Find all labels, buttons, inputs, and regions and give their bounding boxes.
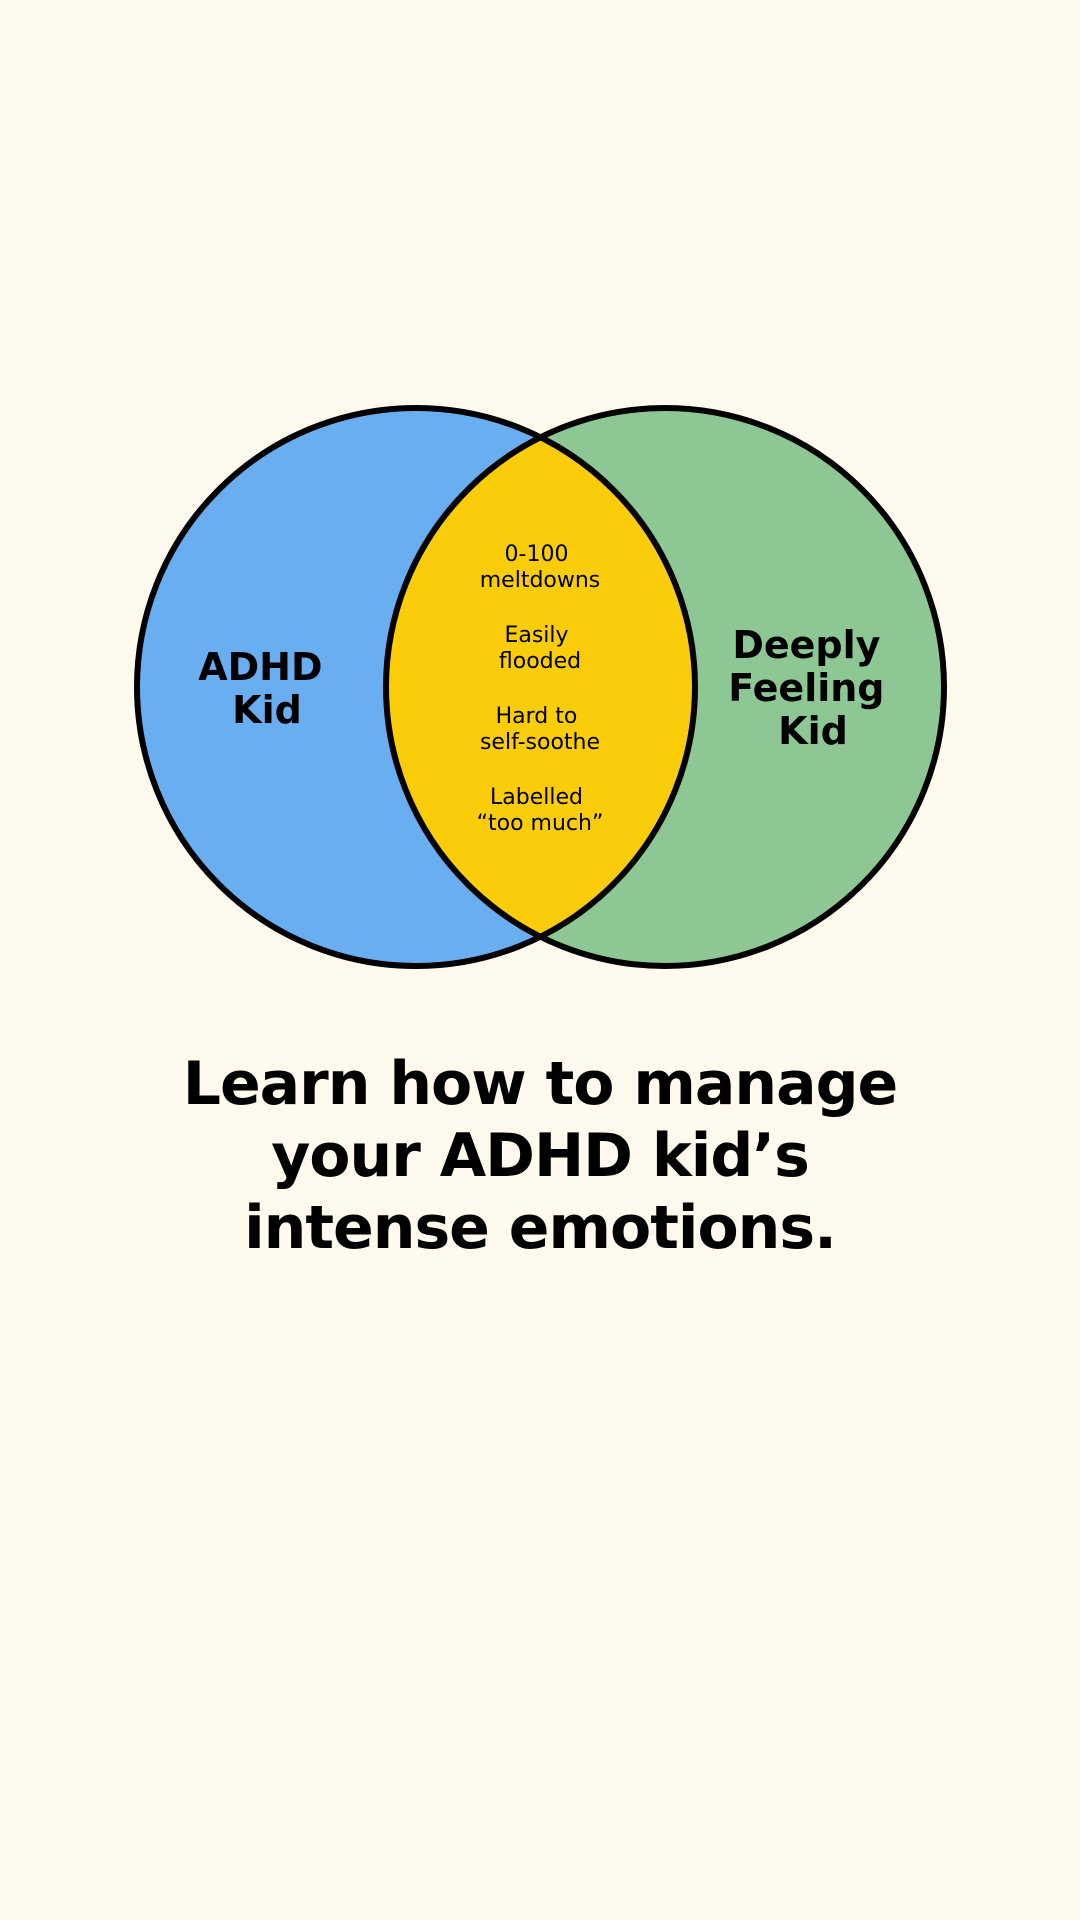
adhd-kid-circle-outline: [134, 405, 698, 969]
overlap-item-too-much: Labelled “too much”: [477, 785, 604, 836]
overlap-item-line: Easily: [504, 623, 568, 648]
adhd-kid-label-line: Kid: [232, 688, 302, 732]
overlap-region: [386, 408, 695, 966]
overlap-item-line: Hard to: [496, 704, 578, 729]
overlap-item-line: flooded: [499, 649, 581, 674]
overlap-item-line: “too much”: [477, 811, 604, 836]
overlap-item-flooded: Easily flooded: [499, 623, 581, 674]
overlap-item-line: Labelled: [490, 785, 583, 810]
headline-line: intense emotions.: [244, 1193, 837, 1263]
headline-line: Learn how to manage: [182, 1049, 899, 1119]
headline: Learn how to manage your ADHD kid’s inte…: [90, 1048, 990, 1264]
deeply-feeling-kid-label: Deeply Feeling Kid: [728, 623, 898, 753]
adhd-kid-label: ADHD Kid: [198, 645, 336, 732]
deeply-feeling-kid-circle-outline: [383, 405, 947, 969]
deeply-feeling-kid-label-line: Deeply: [732, 623, 880, 667]
deeply-feeling-kid-label-line: Feeling: [728, 666, 884, 710]
deeply-feeling-kid-label-line: Kid: [778, 709, 848, 753]
headline-line: your ADHD kid’s: [271, 1121, 810, 1191]
overlap-item-line: meltdowns: [480, 568, 601, 593]
overlap-item-self-soothe: Hard to self-soothe: [480, 704, 600, 755]
overlap-item-line: self-soothe: [480, 730, 600, 755]
overlap-item-meltdowns: 0-100 meltdowns: [480, 542, 601, 593]
venn-diagram: ADHD Kid Deeply Feeling Kid 0-100 meltdo…: [134, 405, 947, 969]
adhd-kid-label-line: ADHD: [198, 645, 322, 689]
overlap-item-line: 0-100: [505, 542, 569, 567]
